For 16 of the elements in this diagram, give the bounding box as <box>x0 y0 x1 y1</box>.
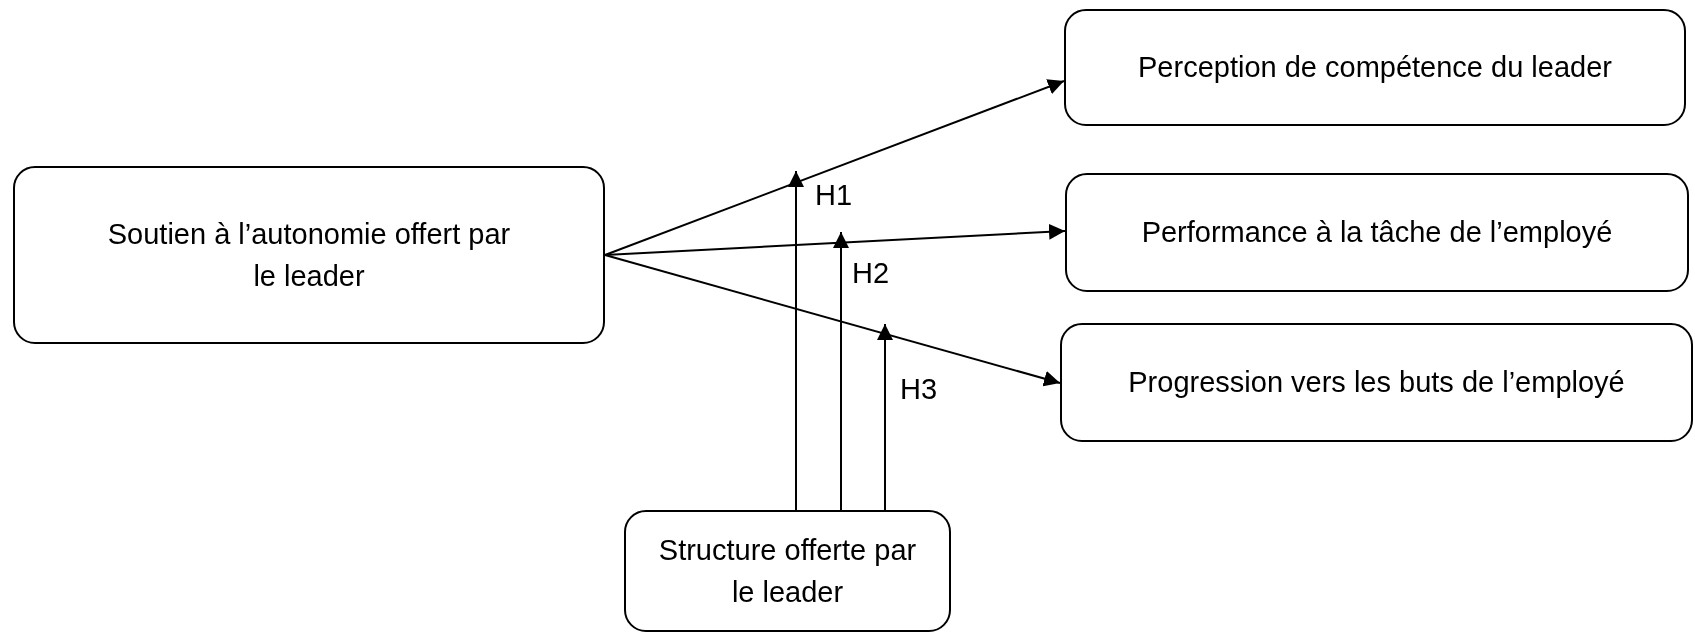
node-text: Structure offerte par le leader <box>657 532 918 610</box>
rounded-box <box>624 510 951 632</box>
node-text: Perception de compétence du leader <box>1137 50 1613 86</box>
arrow <box>604 254 1061 387</box>
arrow <box>788 170 804 511</box>
arrow <box>604 79 1065 256</box>
arrow <box>604 223 1066 256</box>
rounded-box <box>1065 173 1689 292</box>
arrow <box>877 323 893 511</box>
node-text: Performance à la tâche de l’employé <box>1140 215 1614 251</box>
node-text: Progression vers les buts de l’employé <box>1127 365 1626 401</box>
node-text: Soutien à l’autonomie offert par le leader <box>106 216 512 294</box>
rounded-box <box>13 166 605 344</box>
arrow <box>833 231 849 511</box>
rounded-box <box>1064 9 1686 126</box>
rounded-box <box>1060 323 1693 442</box>
